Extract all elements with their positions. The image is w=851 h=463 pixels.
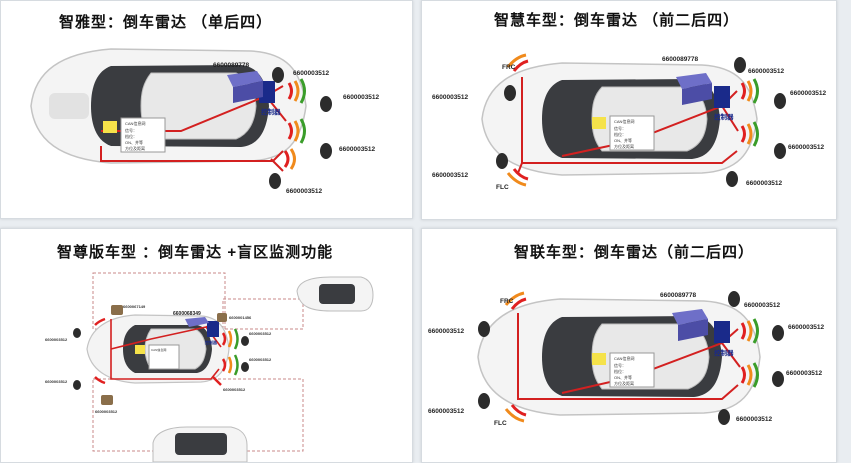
sensor-part-number: 6600003512	[293, 70, 330, 77]
sensor-part-number: 6600003512	[249, 357, 272, 362]
flc-label: FLC	[496, 184, 509, 191]
adjacent-car-bottom	[152, 426, 248, 462]
can-line: 信号：	[125, 127, 137, 133]
frc-label: FRC	[502, 64, 516, 71]
can-line: 档位：	[125, 133, 137, 139]
ecu-box-icon	[676, 73, 712, 89]
ecu-part-number: 6600089778	[660, 292, 697, 299]
sensor-part-number: 6600003512	[249, 331, 272, 336]
buzzer-display-icon	[103, 121, 117, 133]
can-label: CAN信息网	[125, 120, 145, 126]
flc-label: FLC	[494, 420, 507, 427]
sensor-part-number: 6600003512	[223, 387, 246, 392]
ecu-part-number: 6600068349	[173, 311, 201, 317]
ecu-part-number: 6600089778	[662, 56, 699, 63]
sensor-part-number: 6600003512	[788, 144, 825, 151]
controller-label: 控制器	[714, 348, 734, 357]
bsd-part-number: 6600067149	[123, 304, 146, 309]
ultrasonic-sensors	[73, 328, 249, 390]
sensor-part-number: 6600003512	[343, 94, 380, 101]
sensor-detection-arcs	[506, 53, 759, 187]
can-line: 方位及距离	[614, 143, 634, 149]
can-line: 方位及距离	[614, 380, 634, 386]
radar-controller-icon	[207, 321, 219, 337]
sensor-part-number: 6600003512	[432, 94, 469, 101]
can-label: CAN信息网	[614, 355, 634, 361]
can-line: 档位：	[614, 131, 626, 137]
ecu-box-icon	[672, 309, 708, 325]
sensor-detection-arcs	[94, 317, 239, 386]
ecu-box-icon	[185, 317, 209, 327]
can-line: 档位：	[614, 368, 626, 374]
can-info-box	[609, 115, 655, 151]
can-line: ON、并等	[614, 374, 632, 380]
ecu-part-number: 6600089778	[213, 62, 250, 69]
ultrasonic-sensors	[496, 57, 786, 187]
can-info-box	[148, 344, 180, 370]
sensor-part-number: 6600003512	[286, 188, 323, 195]
panel-zhihui: 智慧车型：倒车雷达 （前二后四） 控制器 6600089778 CAN信息网 信…	[421, 0, 837, 220]
sensor-part-number: 6600003512	[339, 146, 376, 153]
diagram-zhihui: 控制器 6600089778 CAN信息网 信号： 档位： ON、并等 方位及距…	[432, 53, 827, 191]
panel-title: 智联车型：倒车雷达（前二后四）	[514, 244, 755, 261]
panel-title: 智尊版车型 ：倒车雷达 +盲区监测功能	[57, 244, 334, 261]
panel-zhiya: 智雅型：倒车雷达 （单后四） 控制器 6600089778 CAN信息网 信号：…	[0, 0, 413, 219]
diagram-zhilian: 控制器 6600089778 CAN信息网 信号： 档位： ON、并等 方位及距…	[428, 291, 825, 427]
sensor-part-number: 6600003512	[428, 408, 465, 415]
buzzer-display-icon	[135, 345, 145, 354]
controller-label: 控制器	[261, 107, 281, 116]
adjacent-car-top	[296, 276, 374, 312]
panel-zhizun: 智尊版车型 ：倒车雷达 +盲区监测功能 控制器 6600	[0, 228, 413, 463]
sensor-part-number: 6600003512	[428, 328, 465, 335]
ecu-box-icon	[227, 71, 263, 87]
radar-controller-icon	[714, 86, 730, 108]
panel-title: 智雅型：倒车雷达 （单后四）	[59, 14, 273, 31]
sensor-part-number: 6600003512	[748, 68, 785, 75]
ultrasonic-sensors	[478, 291, 784, 425]
diagram-zhizun: 控制器 6600068349 CAN信息网 660006714	[45, 272, 374, 462]
can-label: CAN信息网	[614, 118, 634, 124]
ecu-box-side	[682, 83, 712, 105]
ultrasonic-sensors	[269, 67, 332, 189]
bsd-part-number: 6600001456	[229, 315, 252, 320]
panel-title: 智慧车型：倒车雷达 （前二后四）	[494, 12, 740, 29]
sensor-part-number: 6600003512	[45, 379, 68, 384]
sensor-part-number: 6600003512	[432, 172, 469, 179]
sensor-part-number: 6600003512	[744, 302, 781, 309]
frc-label: FRC	[500, 298, 514, 305]
sensor-part-number: 6600003512	[786, 370, 823, 377]
sensor-part-number: 6600003512	[790, 90, 827, 97]
can-line: ON、并等	[614, 137, 632, 143]
can-line: 信号：	[614, 125, 626, 131]
diagram-zhiya: 控制器 6600089778 CAN信息网 信号： 档位： ON、并等 方位及距…	[30, 48, 380, 195]
sensor-part-number: 6600003512	[736, 416, 773, 423]
sensor-part-number: 6600003512	[788, 324, 825, 331]
can-label: CAN信息网	[151, 347, 166, 352]
sensor-part-number: 6600003512	[746, 180, 783, 187]
can-line: ON、并等	[125, 139, 143, 145]
buzzer-display-icon	[592, 117, 606, 129]
controller-label: 控制器	[205, 339, 218, 345]
car-top-view	[30, 48, 307, 164]
controller-label: 控制器	[714, 112, 734, 121]
can-line: 方位及距离	[125, 145, 145, 151]
sensor-detection-arcs	[504, 291, 759, 423]
sensor-part-number: 6600003512	[45, 337, 68, 342]
sensor-detection-arcs	[283, 78, 306, 170]
ecu-box-side	[233, 81, 263, 103]
radar-controller-icon	[714, 321, 730, 343]
can-line: 信号：	[614, 362, 626, 368]
panel-zhilian: 智联车型：倒车雷达（前二后四） 控制器 6600089778 CAN信息网 信号…	[421, 228, 837, 463]
sensor-part-number: 6600003512	[95, 409, 118, 414]
buzzer-display-icon	[592, 353, 606, 365]
can-info-box	[120, 117, 166, 153]
can-info-box	[609, 352, 655, 388]
ecu-box-side	[678, 319, 708, 341]
bsd-radar-icons	[101, 305, 227, 405]
